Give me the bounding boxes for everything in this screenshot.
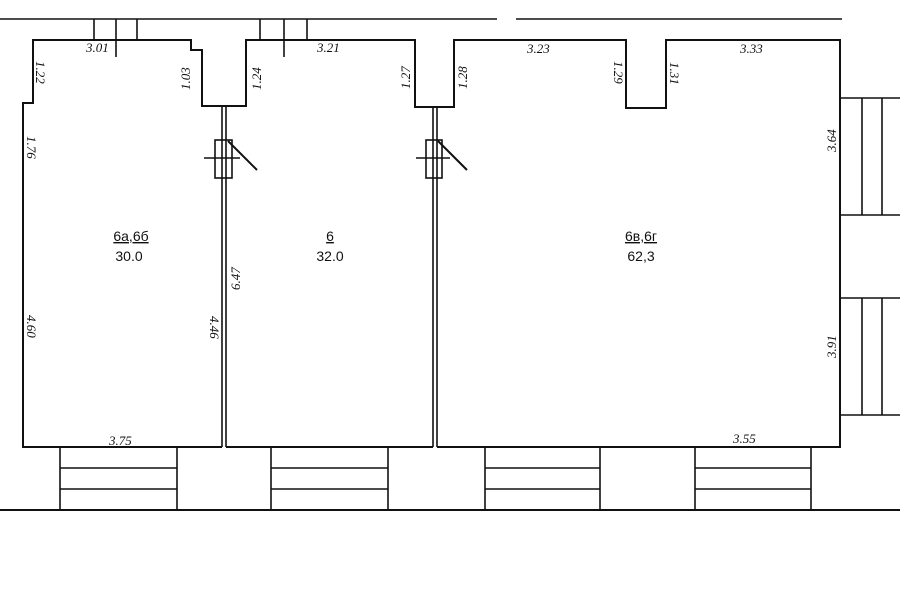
- room-label-1: 6а,6б: [113, 228, 148, 244]
- window-1: [93, 19, 138, 57]
- entrance-stairs-4: [694, 447, 812, 510]
- room-outline: [22, 39, 841, 448]
- partition-wall-1: [221, 106, 227, 447]
- partition-wall-2: [432, 107, 438, 447]
- dim-label: 3.21: [316, 40, 340, 55]
- dim-label: 3.33: [739, 41, 763, 56]
- right-stairs-upper: [840, 97, 900, 216]
- room-label-2: 6: [326, 228, 334, 244]
- window-2: [259, 19, 308, 57]
- dim-label: 1.03: [178, 67, 193, 90]
- dim-label: 1.28: [455, 66, 470, 89]
- dim-label: 6.47: [228, 267, 243, 290]
- dim-label: 4.60: [24, 315, 39, 338]
- dim-label: 1.29: [611, 61, 626, 84]
- right-stairs-lower: [840, 297, 900, 416]
- dim-label: 3.64: [824, 129, 839, 153]
- dim-label: 3.75: [108, 433, 132, 448]
- entrance-stairs-1: [59, 447, 178, 510]
- room-area-3: 62,3: [627, 248, 654, 264]
- dim-label: 1.24: [249, 67, 264, 90]
- dim-label: 3.23: [526, 41, 550, 56]
- dim-label: 1.22: [33, 61, 48, 84]
- entrance-stairs-3: [484, 447, 601, 510]
- door-2-icon: [416, 139, 468, 179]
- door-1-icon: [204, 139, 258, 179]
- dim-label: 3.55: [732, 431, 756, 446]
- dim-label: 1.76: [24, 136, 39, 159]
- entrance-stairs-2: [270, 447, 389, 510]
- room-area-1: 30.0: [115, 248, 142, 264]
- dim-label: 1.31: [667, 62, 682, 85]
- room-area-2: 32.0: [316, 248, 343, 264]
- dim-label: 3.91: [824, 335, 839, 359]
- room-label-3: 6в,6г: [625, 228, 657, 244]
- dim-label: 3.01: [85, 40, 109, 55]
- dim-label: 4.46: [207, 316, 222, 339]
- dim-label: 1.27: [398, 66, 413, 89]
